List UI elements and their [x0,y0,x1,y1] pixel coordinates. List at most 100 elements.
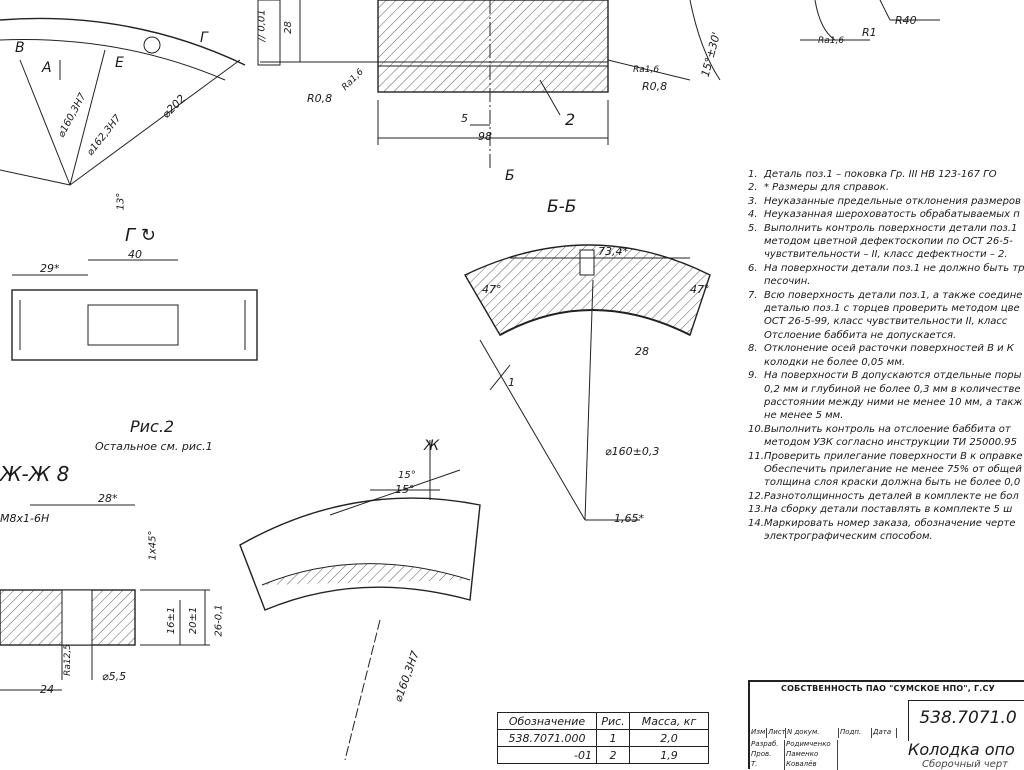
note-text: методом УЗК согласно инструкции ТИ 25000… [764,437,1018,449]
note-number: 13. [748,504,764,516]
sec-1: 1 [508,376,515,389]
bot-ra125: Ra12,5 [62,644,73,676]
spec-header-row: Обозначение Рис. Масса, кг [497,712,709,730]
sec-160: ⌀160±0,3 [605,445,660,458]
note-number [748,275,764,288]
rough-2: Ra1,6 [633,65,660,75]
ang-15b: 15° [395,483,415,496]
note-text: На поверхности детали поз.1 не должно бы… [764,262,1024,274]
ang-15a: 15° [398,470,416,481]
stamp-person: Паменко [785,750,838,760]
bot-28: 28* [98,492,118,505]
spec-header: Рис. [596,712,630,730]
drawing-kind: Сборочный черт [922,759,1008,770]
dim-r1: R1 [862,26,877,39]
arc-view-zh [239,497,481,611]
stamp-sign-row: Т. контр. Ковалёв [750,760,906,770]
dim-13: 13° [115,192,127,211]
fig2-caption: Рис.2 [130,417,175,436]
note-number [748,248,764,261]
gauge-body [11,289,258,361]
note-text: На сборку детали поставлять в комплекте … [764,504,1013,516]
note-text: не менее 5 мм. [764,410,844,422]
spec-row: 538.7071.000 1 2,0 [497,729,709,747]
note-line: 4.Неуказанная шероховатость обрабатываем… [748,208,1024,221]
section-title: Б-Б [547,197,577,217]
note-line: методом цветной дефектоскопии по ОСТ 26-… [748,235,1024,248]
note-number [748,235,764,248]
stamp-person: Родимченко [785,740,838,750]
note-number [748,476,764,489]
mark-b: Б [505,168,515,184]
note-number: 9. [748,370,758,382]
bot-20: 20±1 [188,606,200,635]
note-text: Отслоение баббита не допускается. [764,329,957,341]
label-g: Г [200,30,208,46]
note-text: На поверхности В допускаются отдельные п… [764,370,1022,382]
note-line: песочин. [748,275,1024,288]
note-text: Проверить прилегание поверхности В к опр… [764,450,1023,462]
note-number [748,383,764,396]
spec-table: Обозначение Рис. Масса, кг 538.7071.000 … [497,712,709,764]
gauge-29: 29* [40,262,60,275]
note-line: электрографическим способом. [748,530,1024,543]
note-text: ОСТ 26-5-99, класс чувствительности II, … [764,316,1008,328]
bot-16: 16±1 [166,606,178,635]
note-line: 12.Разнотолщинность деталей в комплекте … [748,490,1024,503]
note-text: расстоянии между ними не менее 10 мм, а … [764,396,1023,408]
note-line: 0,2 мм и глубиной не более 0,3 мм в коли… [748,383,1024,396]
view-zh: Ж-Ж 8 [0,462,70,486]
note-text: чувствительности – II, класс дефектности… [764,249,1008,261]
stamp-role: Т. контр. [750,760,785,770]
drawing-code: 538.7071.0 [908,700,1024,741]
note-number: 6. [748,262,758,274]
spec-cell: 1 [596,729,630,747]
note-line: 7.Всю поверхность детали поз.1, а также … [748,289,1024,302]
note-line: 11.Проверить прилегание поверхности В к … [748,450,1024,463]
spec-row: -01 2 1,9 [497,746,709,764]
sec-165: 1,65* [614,512,644,525]
stamp-col-row: Изм Лист N докум. Подп. Дата [750,728,906,738]
note-line: не менее 5 мм. [748,409,1024,422]
stamp-role: Пров. [750,750,785,760]
note-number [748,530,764,543]
note-number [748,463,764,476]
note-text: деталью поз.1 с торцев проверить методом… [764,303,1020,315]
sec-47a: 47° [482,283,502,296]
tol-perp: // 0,01 [256,9,268,42]
stamp-col: N докум. [786,728,839,738]
sec-73: 73,4* [598,245,628,258]
note-line: 5. Выполнить контроль поверхности детали … [748,222,1024,235]
label-b: В [15,40,25,56]
note-text: Неуказанные предельные отклонения размер… [764,195,1021,207]
note-text: * Размеры для справок. [764,182,890,194]
gauge-title: Г ↻ [125,225,156,246]
note-number [748,315,764,328]
note-text: Выполнить контроль поверхности детали по… [764,222,1018,234]
stamp-role: Разраб. [750,740,785,750]
r08-right: R0,8 [642,80,668,93]
note-text: песочин. [764,276,811,288]
note-number [748,436,764,449]
spec-header: Обозначение [497,712,597,730]
stamp-col: Дата [872,728,897,738]
note-number: 5. [748,222,758,234]
note-number [748,302,764,315]
note-line: 10.Выполнить контроль на отслоение бабби… [748,423,1024,436]
spec-cell: -01 [497,746,597,764]
note-line: 13.На сборку детали поставлять в комплек… [748,503,1024,516]
stamp-sign-row: Пров. Паменко [750,750,906,760]
note-line: 6. На поверхности детали поз.1 не должно … [748,262,1024,275]
note-line: методом УЗК согласно инструкции ТИ 25000… [748,436,1024,449]
note-number: 7. [748,289,758,301]
note-line: толщина слоя краски должна быть не более… [748,476,1024,489]
note-number [748,396,764,409]
bot-chamfer: 1х45° [147,530,159,561]
spec-cell: 1,9 [629,746,709,764]
note-line: Отслоение баббита не допускается. [748,329,1024,342]
dim-r40: R40 [895,14,917,27]
note-text: Неуказанная шероховатость обрабатываемых… [764,209,1020,221]
mark-zh: Ж [424,438,440,454]
note-line: 14.Маркировать номер заказа, обозначение… [748,517,1024,530]
